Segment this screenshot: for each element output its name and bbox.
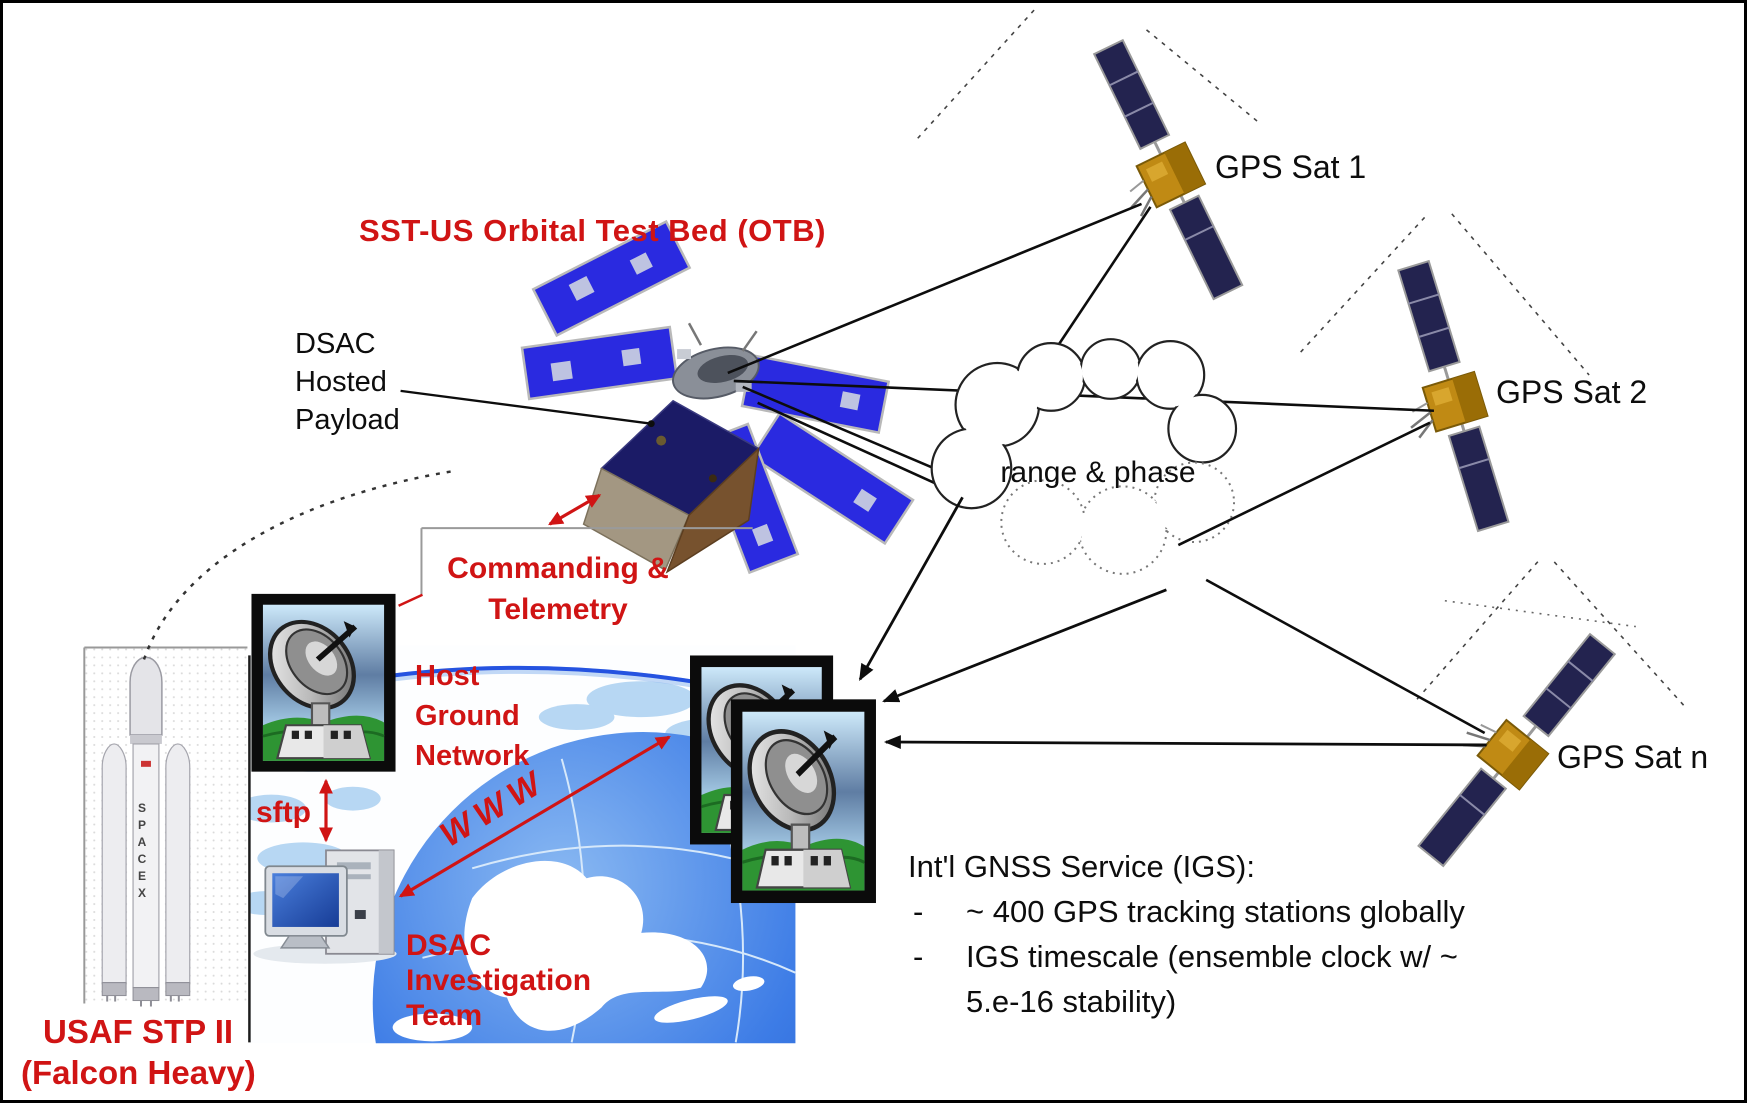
igs-bullet1-text: ~ 400 GPS tracking stations globally (966, 894, 1465, 929)
igs-title: Int'l GNSS Service (IGS): (908, 849, 1255, 884)
arrow-commanding-telemetry (548, 493, 602, 526)
igs-bullet1-dash: - (913, 894, 924, 929)
dsac-payload-label-line3: Payload (295, 404, 400, 436)
gps-sat-1-label: GPS Sat 1 (1215, 149, 1367, 185)
investigation-team-line3: Team (406, 999, 483, 1032)
rocket-booster-right (165, 743, 191, 984)
igs-bullet2-dash: - (913, 939, 924, 974)
investigation-team-line1: DSAC (406, 929, 492, 962)
igs-bullet2-continuation: 5.e-16 stability) (966, 984, 1177, 1019)
dsac-payload-pointer (400, 389, 655, 428)
arrow-cloud-to-igs-2 (882, 588, 1167, 703)
gps-sat-n-label: GPS Sat n (1557, 739, 1709, 775)
otb-cube-right-face (665, 446, 760, 574)
link-otb-cloud-a (742, 385, 957, 479)
link-otb-cloud-b (757, 401, 961, 496)
gps-beam-dashed-lines (917, 8, 1685, 706)
commanding-telemetry-callout (398, 493, 753, 607)
arrow-gpsn-to-igs (883, 735, 1487, 749)
link-otb-gps1 (727, 202, 1143, 375)
diagram-title: SST-US Orbital Test Bed (OTB) (359, 213, 826, 248)
rocket-side-text: SPACEX (135, 801, 149, 903)
falcon-heavy-label: (Falcon Heavy) (21, 1054, 256, 1091)
igs-station-dish-front-icon (731, 699, 876, 903)
igs-arrows (858, 496, 1487, 749)
dsac-payload-label-line1: DSAC (295, 328, 376, 360)
arrow-www (398, 735, 671, 898)
gps-sat-2-label: GPS Sat 2 (1496, 374, 1648, 410)
network-cloud-shape (930, 338, 1238, 575)
arrow-cloud-to-igs-1 (858, 496, 964, 682)
cloud-label: range & phase (1000, 456, 1196, 489)
falcon-heavy-rocket-icon (83, 646, 248, 1007)
sftp-label: sftp (256, 796, 311, 829)
host-ground-network-line2: Ground (415, 700, 520, 732)
dsac-payload-label-line2: Hosted (295, 366, 387, 398)
launch-trajectory-dashed-arc (142, 469, 458, 660)
desktop-computer-icon (253, 849, 397, 964)
link-cloud-gps2 (1177, 421, 1431, 547)
otb-satellite-icon (520, 219, 915, 575)
igs-bullet2-text: IGS timescale (ensemble clock w/ ~ (966, 939, 1458, 974)
rocket-fairing (129, 656, 163, 736)
commanding-label-line2: Telemetry (488, 593, 628, 626)
link-otb-gps2 (733, 379, 1434, 413)
usaf-stp-label: USAF STP II (43, 1013, 234, 1050)
host-ground-network-line3: Network (415, 740, 530, 772)
link-cloud-gpsn (1205, 578, 1486, 735)
commanding-label-line1: Commanding & (447, 552, 669, 585)
earth-continents (392, 860, 765, 1042)
investigation-team-line2: Investigation (406, 964, 592, 997)
diagram-artwork (83, 8, 1685, 1044)
host-ground-station-dish-icon (251, 594, 395, 772)
host-ground-network-line1: Host (415, 660, 480, 692)
cloud-link-lines (1177, 421, 1486, 735)
rocket-booster-left (101, 743, 127, 984)
